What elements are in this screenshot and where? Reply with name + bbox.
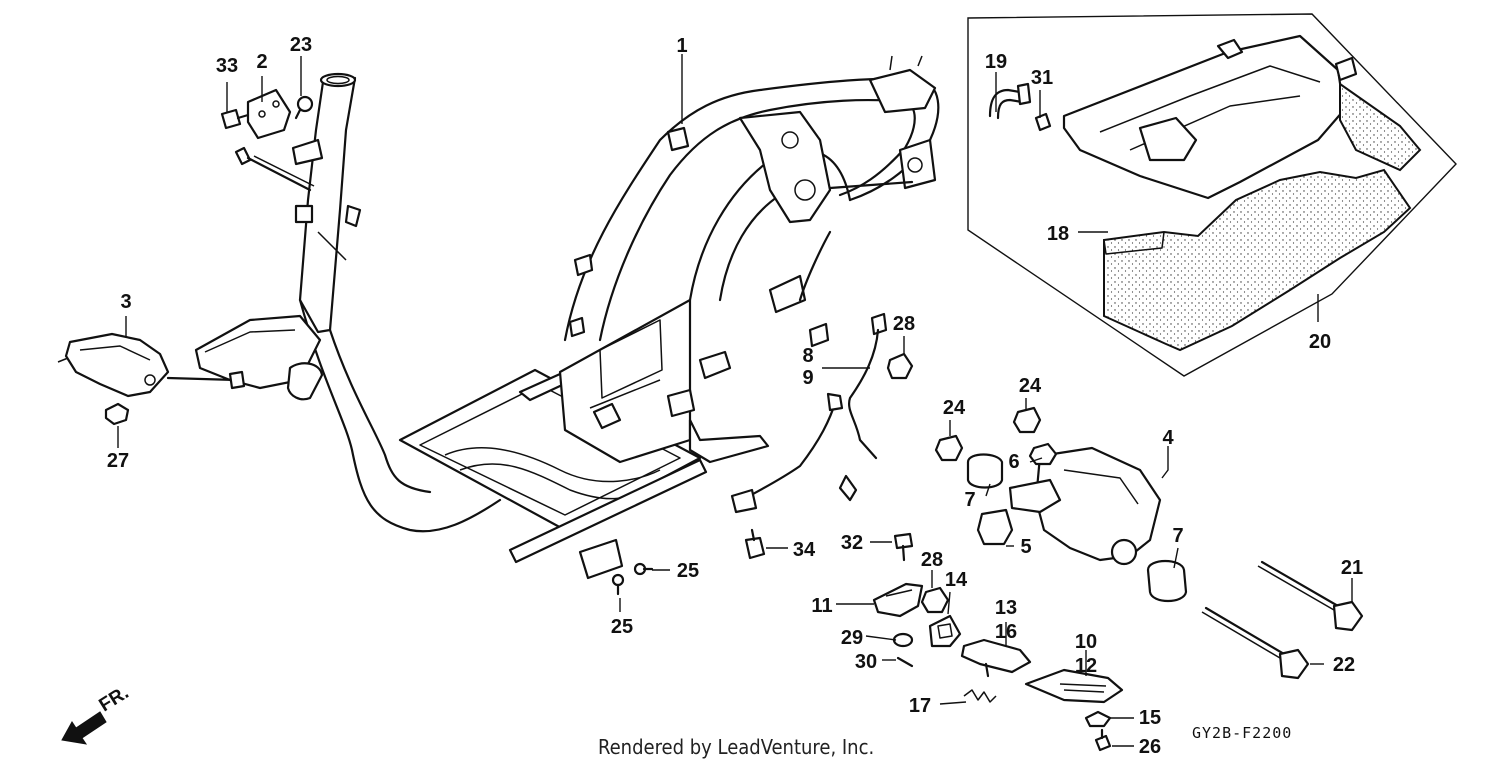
callout-8: 8 xyxy=(802,345,813,367)
callout-12: 12 xyxy=(1075,655,1097,677)
callout-10: 10 xyxy=(1075,631,1097,653)
callout-15: 15 xyxy=(1139,707,1161,729)
callout-28-upper: 28 xyxy=(893,313,915,335)
front-arrow-icon xyxy=(61,711,107,745)
callout-32: 32 xyxy=(841,532,863,554)
callout-3: 3 xyxy=(120,291,131,313)
callout-21: 21 xyxy=(1341,557,1363,579)
callout-13: 13 xyxy=(995,597,1017,619)
callout-7-left: 7 xyxy=(964,489,975,511)
callout-30: 30 xyxy=(855,651,877,673)
strap-8-9-drawing xyxy=(730,312,914,514)
engine-hanger-4-drawing xyxy=(934,406,1188,603)
callout-23: 23 xyxy=(290,34,312,56)
callout-14: 14 xyxy=(945,569,968,591)
callout-26: 26 xyxy=(1139,736,1161,758)
diagram-reference-code: GY2B-F2200 xyxy=(1192,724,1292,742)
callout-labels: 1 2 3 4 5 6 7 7 8 9 10 11 12 13 14 15 16… xyxy=(107,34,1363,758)
callout-24-upper: 24 xyxy=(1019,375,1042,397)
callout-20: 20 xyxy=(1309,331,1331,353)
bracket-3-drawing xyxy=(57,332,246,426)
callout-7-right: 7 xyxy=(1172,525,1183,547)
callout-28-lower: 28 xyxy=(921,549,943,571)
screw-23-drawing xyxy=(294,95,314,120)
front-direction-indicator: FR. xyxy=(61,682,133,745)
callout-9: 9 xyxy=(802,367,813,389)
callout-27: 27 xyxy=(107,450,129,472)
render-credit: Rendered by LeadVenture, Inc. xyxy=(598,735,874,759)
callout-16: 16 xyxy=(995,621,1017,643)
callout-18: 18 xyxy=(1047,223,1069,245)
callout-11: 11 xyxy=(811,595,832,617)
front-direction-label: FR. xyxy=(96,682,133,716)
rear-fender-inset-drawing xyxy=(967,13,1457,377)
bolts-32-34-drawing xyxy=(744,528,914,562)
step-pedals-drawing xyxy=(960,638,1124,752)
callout-19: 19 xyxy=(985,51,1007,73)
callout-17: 17 xyxy=(909,695,931,717)
frame-body-drawing xyxy=(194,55,940,580)
callout-33: 33 xyxy=(216,55,238,77)
callout-2: 2 xyxy=(256,51,267,73)
bolts-21-22-drawing xyxy=(1201,560,1364,680)
callout-24-lower: 24 xyxy=(943,397,966,419)
callout-1: 1 xyxy=(676,35,687,57)
callout-5: 5 xyxy=(1020,536,1031,558)
callout-25-lower: 25 xyxy=(611,616,633,638)
callout-4: 4 xyxy=(1162,427,1174,449)
screws-25-drawing xyxy=(611,562,654,596)
step-bracket-11-drawing xyxy=(872,582,962,668)
plate-bracket-drawing xyxy=(246,88,292,140)
leader-lines xyxy=(117,54,1353,747)
head-area-bolt-drawing xyxy=(234,146,315,192)
callout-34: 34 xyxy=(793,539,816,561)
callout-6: 6 xyxy=(1008,451,1019,473)
callout-29: 29 xyxy=(841,627,863,649)
callout-25-right: 25 xyxy=(677,560,699,582)
callout-31: 31 xyxy=(1031,67,1053,89)
callout-22: 22 xyxy=(1333,654,1355,676)
bolt-33-drawing xyxy=(220,108,250,130)
